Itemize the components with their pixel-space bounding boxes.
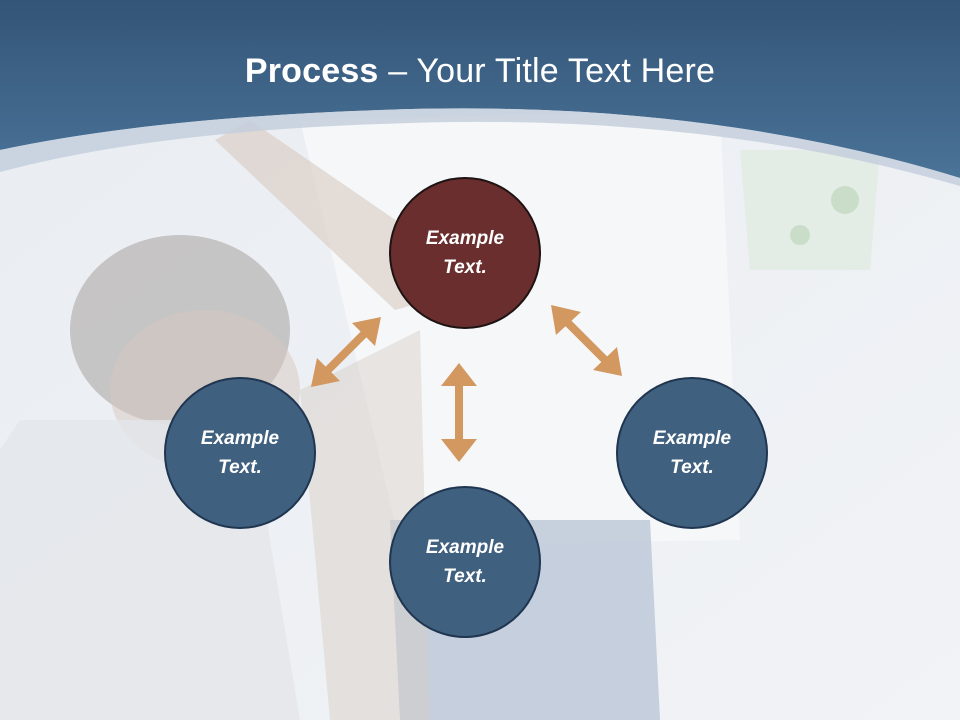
title-rest: – Your Title Text Here bbox=[378, 52, 716, 90]
arrowhead bbox=[311, 358, 340, 387]
header-band bbox=[0, 0, 960, 186]
title-bold: Process bbox=[244, 52, 379, 90]
arrowhead bbox=[352, 317, 381, 346]
arrowhead bbox=[593, 347, 622, 376]
arrow-top-left bbox=[319, 325, 373, 379]
arrow-top-right bbox=[560, 315, 613, 368]
page-title: Process – Your Title Text Here bbox=[0, 52, 960, 91]
arrowhead bbox=[441, 439, 477, 462]
arrowhead bbox=[551, 305, 581, 335]
arrowhead bbox=[441, 363, 477, 386]
